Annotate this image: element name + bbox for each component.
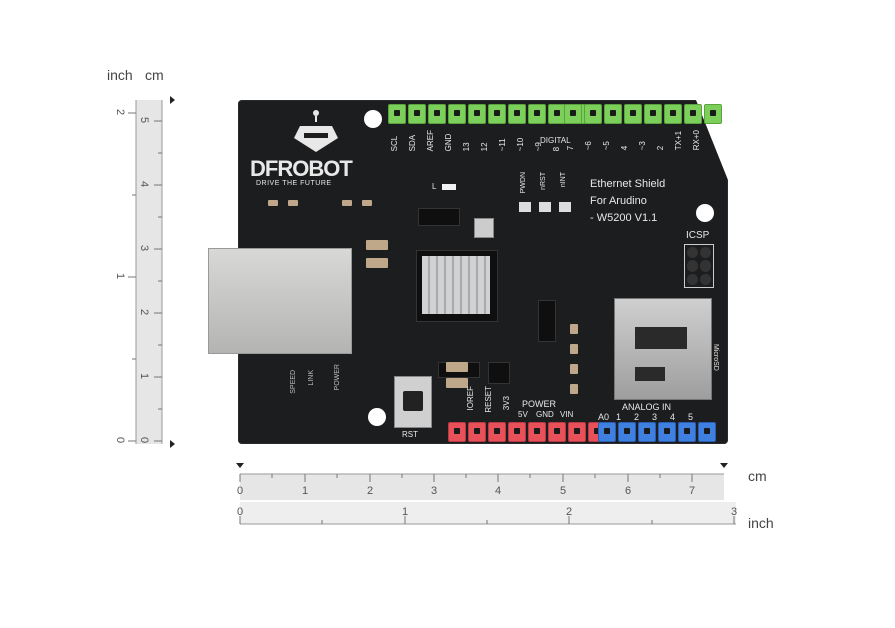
power-header bbox=[448, 422, 606, 442]
ic bbox=[418, 208, 460, 226]
rj45-jack bbox=[208, 248, 352, 354]
capacitor bbox=[446, 362, 468, 372]
cm-tick-h5: 5 bbox=[560, 485, 567, 497]
pin-label-vin: VIN bbox=[560, 410, 574, 419]
led bbox=[539, 202, 551, 212]
ruler-unit-cm: cm bbox=[145, 67, 164, 83]
cm-tick-h0: 0 bbox=[237, 485, 244, 497]
ic bbox=[538, 300, 556, 342]
led bbox=[519, 202, 531, 212]
resistor bbox=[288, 200, 298, 206]
cm-tick-0: 0 bbox=[138, 436, 151, 444]
ethernet-shield-board: SCL SDA AREF GND 13 12 ~11 ~10 ~9 8 7 ~6… bbox=[208, 100, 728, 444]
cm-tick-1: 1 bbox=[138, 372, 151, 380]
inch-tick-h2: 2 bbox=[566, 506, 573, 518]
led-label-nint: nINT bbox=[560, 172, 567, 188]
rst-label: RST bbox=[402, 430, 418, 439]
brand-tagline: DRIVE THE FUTURE bbox=[256, 180, 332, 187]
vertical-ruler-bar bbox=[136, 100, 162, 444]
microsd-label: MicroSD bbox=[712, 344, 719, 371]
power-led-label: POWER bbox=[334, 364, 341, 391]
heatsink bbox=[422, 256, 490, 314]
cm-tick-h3: 3 bbox=[431, 485, 438, 497]
led-l-label: L bbox=[432, 182, 437, 191]
top-pin-labels-right: 7 ~6 ~5 4 ~3 2 TX+1 RX+0 bbox=[566, 130, 701, 151]
analog-in-label: ANALOG IN bbox=[622, 402, 672, 412]
digital-header-right bbox=[564, 104, 722, 124]
led bbox=[559, 202, 571, 212]
cm-tick-h6: 6 bbox=[625, 485, 632, 497]
ruler-unit-inch-horizontal: inch bbox=[748, 515, 774, 531]
resistor bbox=[268, 200, 278, 206]
cm-tick-h1: 1 bbox=[302, 485, 309, 497]
digital-label: DIGITAL bbox=[540, 136, 571, 145]
mounting-hole bbox=[696, 204, 714, 222]
cm-tick-5: 5 bbox=[138, 116, 151, 124]
cm-tick-2: 2 bbox=[138, 308, 151, 316]
led-label-nrst: nRST bbox=[540, 172, 547, 190]
inch-tick-2: 2 bbox=[114, 108, 127, 116]
inch-tick-1: 1 bbox=[114, 272, 127, 280]
icsp-header bbox=[684, 244, 714, 288]
analog-pin-labels: A0 1 2 3 4 5 bbox=[598, 412, 694, 422]
resistor bbox=[570, 384, 578, 394]
capacitor bbox=[366, 240, 388, 250]
cm-tick-4: 4 bbox=[138, 180, 151, 188]
capacitor bbox=[446, 378, 468, 388]
board-title: Ethernet Shield For Arudino - W5200 V1.1 bbox=[590, 178, 666, 224]
pin-label-ioref: IOREF bbox=[466, 386, 475, 411]
resistor bbox=[570, 344, 578, 354]
pin-label-3v3: 3V3 bbox=[502, 396, 511, 411]
cm-tick-3: 3 bbox=[138, 244, 151, 252]
cm-tick-h4: 4 bbox=[495, 485, 502, 497]
resistor bbox=[570, 364, 578, 374]
resistor bbox=[570, 324, 578, 334]
mounting-hole bbox=[364, 110, 382, 128]
pin-label-gnd: GND bbox=[536, 410, 554, 419]
resistor bbox=[362, 200, 372, 206]
led-label-pwdn: PWDN bbox=[520, 172, 527, 194]
icsp-label: ICSP bbox=[686, 230, 710, 241]
cm-tick-h2: 2 bbox=[367, 485, 374, 497]
microsd-slot bbox=[614, 298, 712, 400]
digital-header-left bbox=[388, 104, 586, 124]
inch-tick-h0: 0 bbox=[237, 506, 244, 518]
voltage-regulator bbox=[488, 362, 510, 384]
speed-led-label: SPEED bbox=[290, 370, 297, 394]
link-led-label: LINK bbox=[308, 370, 315, 386]
crystal bbox=[474, 218, 494, 238]
pin-label-5v: 5V bbox=[518, 410, 528, 419]
inch-tick-h1: 1 bbox=[402, 506, 409, 518]
vertical-ruler-ticks bbox=[128, 96, 175, 448]
dfrobot-logo-icon bbox=[294, 110, 338, 152]
pin-label-reset: RESET bbox=[484, 386, 493, 413]
led-l bbox=[442, 184, 456, 190]
inch-tick-h3: 3 bbox=[731, 506, 738, 518]
power-label: POWER bbox=[522, 399, 557, 409]
capacitor bbox=[366, 258, 388, 268]
ruler-unit-cm-horizontal: cm bbox=[748, 468, 767, 484]
horizontal-ruler-ticks bbox=[236, 463, 736, 525]
reset-button[interactable] bbox=[394, 376, 432, 428]
inch-tick-0: 0 bbox=[114, 436, 127, 444]
mounting-hole bbox=[368, 408, 386, 426]
ruler-unit-inch: inch bbox=[107, 67, 133, 83]
resistor bbox=[342, 200, 352, 206]
brand-logo-text: DFROBOT bbox=[250, 156, 353, 181]
analog-header bbox=[598, 422, 716, 442]
cm-tick-h7: 7 bbox=[689, 485, 696, 497]
